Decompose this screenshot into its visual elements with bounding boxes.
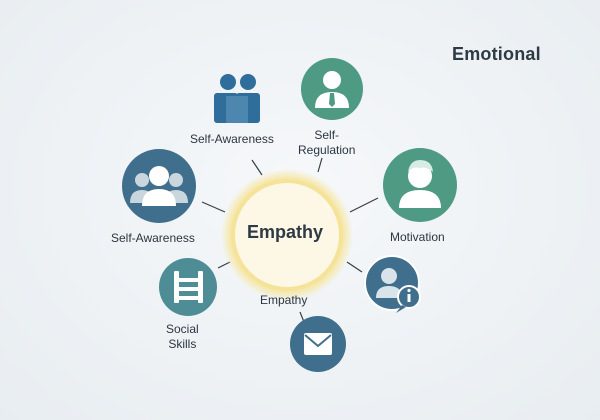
connector-line <box>201 201 226 213</box>
people-group-icon <box>214 74 260 123</box>
node-empathy-bottom[interactable] <box>290 316 346 372</box>
connector-line <box>346 261 363 273</box>
connector-line <box>251 159 263 176</box>
people-group-icon <box>130 166 188 206</box>
diagram-title: Emotional <box>452 44 541 64</box>
node-label-motivation: Motivation <box>390 230 445 244</box>
node-label-self-awareness-top: Self-Awareness <box>190 132 274 146</box>
node-label-social-skills: Social Skills <box>166 322 199 351</box>
node-person-info[interactable] <box>364 255 421 313</box>
node-self-awareness-left[interactable] <box>122 149 196 223</box>
node-label-self-awareness-left: Self-Awareness <box>111 231 195 245</box>
envelope-icon <box>304 333 332 355</box>
node-label-self-regulation: Self- Regulation <box>298 128 356 157</box>
ladder-icon <box>174 271 203 303</box>
person-tie-icon <box>315 71 349 108</box>
node-self-regulation[interactable] <box>301 58 363 120</box>
node-label-empathy-bottom: Empathy <box>260 293 308 307</box>
person-icon <box>399 160 441 208</box>
connector-line <box>317 157 323 173</box>
center-node-label: Empathy <box>246 222 324 242</box>
person-info-icon <box>376 268 421 313</box>
center-node[interactable] <box>231 179 343 291</box>
connector-line <box>349 197 379 213</box>
node-motivation[interactable] <box>383 148 457 222</box>
node-self-awareness-top[interactable] <box>214 74 260 123</box>
node-social-skills[interactable] <box>159 258 217 316</box>
